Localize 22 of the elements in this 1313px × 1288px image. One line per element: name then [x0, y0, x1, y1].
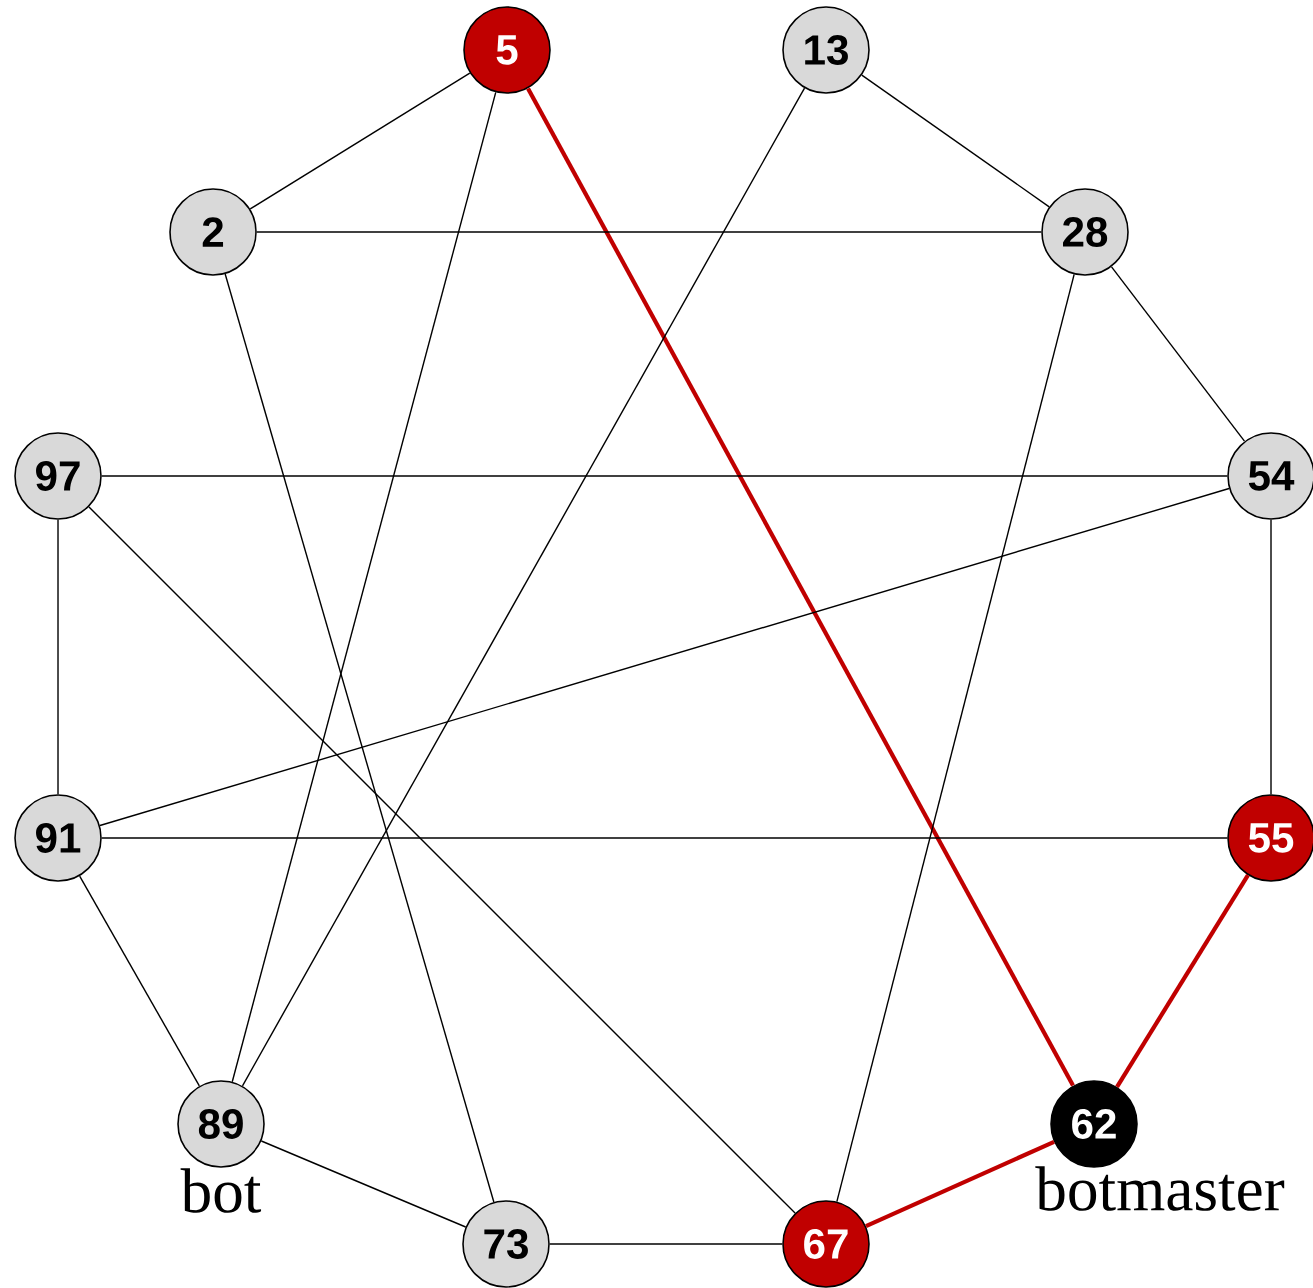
- connector-line: [249, 72, 471, 210]
- connector-line: [99, 487, 1230, 827]
- connector-line: [88, 506, 796, 1214]
- connector-line: [101, 475, 1228, 477]
- connector-line: [231, 91, 497, 1083]
- connector-line: [836, 273, 1075, 1203]
- connector-line: [1110, 266, 1246, 442]
- connector-line: [861, 74, 1050, 208]
- connector-line: [57, 519, 59, 795]
- connector-line: [526, 87, 1075, 1087]
- connector-line: [865, 1139, 1055, 1229]
- node-caption: bot: [180, 1168, 262, 1213]
- connector-line: [224, 273, 495, 1203]
- node-caption: botmaster: [1035, 1166, 1285, 1211]
- connector-line: [101, 837, 1228, 839]
- connector-line: [1270, 519, 1272, 795]
- connector-line: [1115, 874, 1250, 1088]
- connector-line: [260, 1140, 467, 1228]
- connector-line: [549, 1243, 783, 1245]
- connector-line: [78, 875, 201, 1087]
- connector-line: [241, 87, 806, 1087]
- connector-line: [256, 231, 1042, 233]
